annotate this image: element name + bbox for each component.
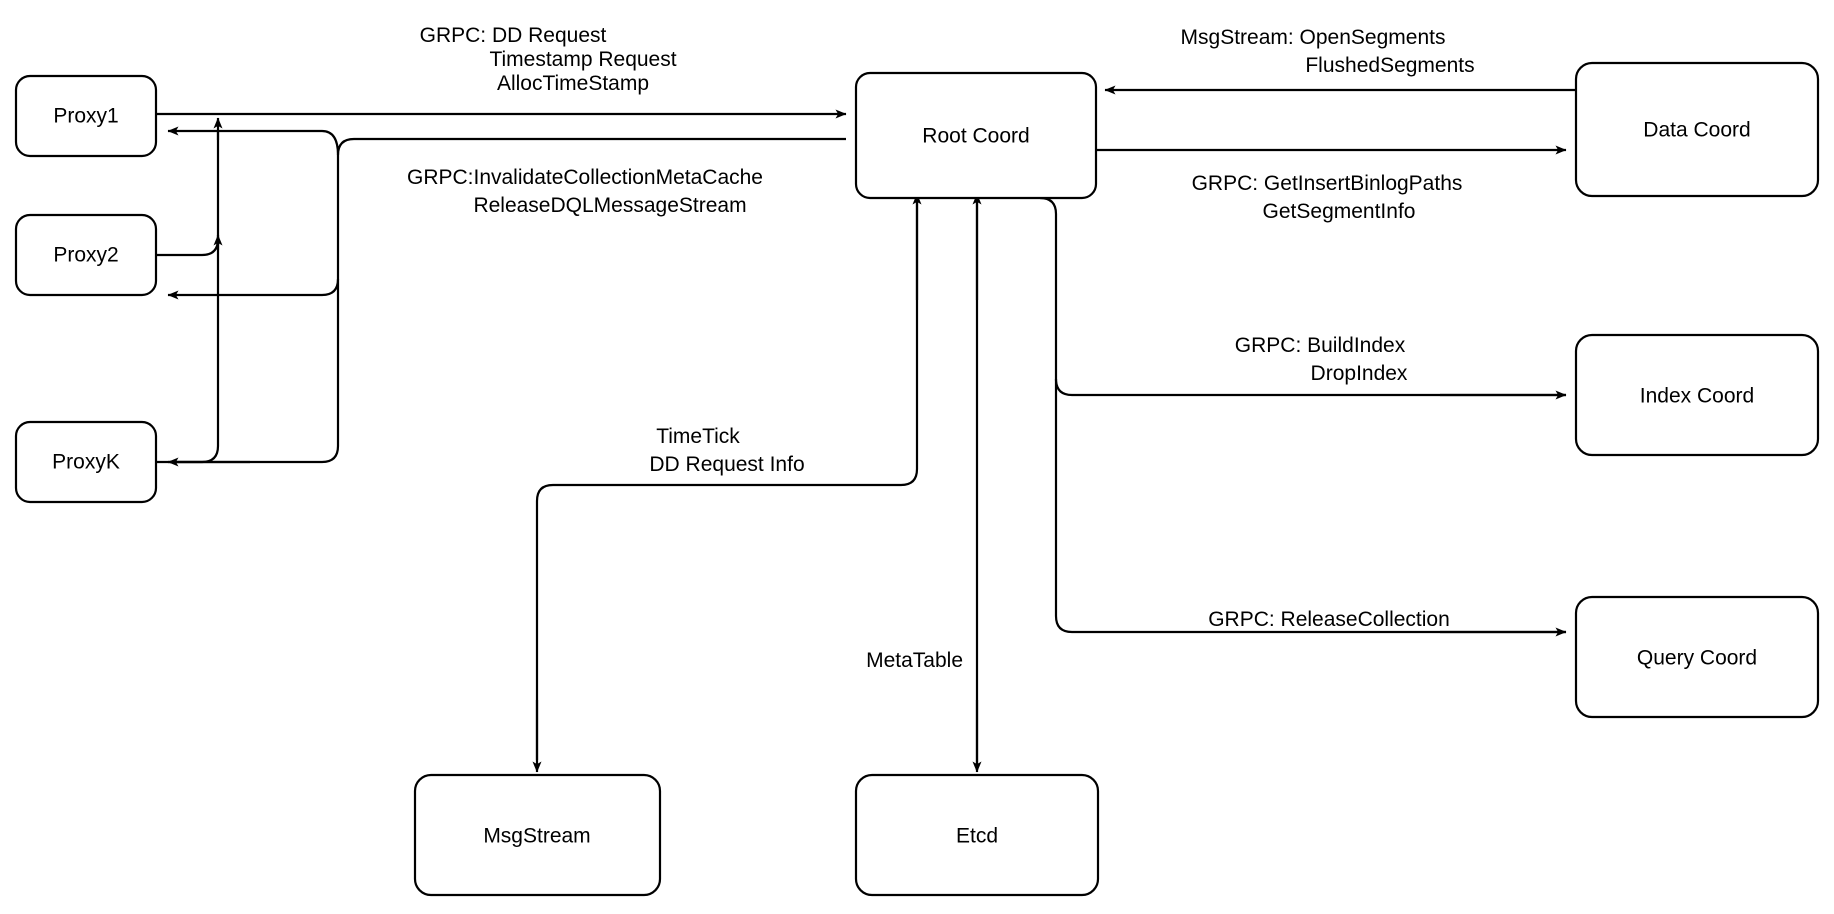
node-rootcoord-label: Root Coord xyxy=(922,125,1029,148)
node-rootcoord[interactable]: Root Coord xyxy=(854,71,1098,200)
node-indexcoord[interactable]: Index Coord xyxy=(1574,333,1820,457)
node-proxy2-box[interactable] xyxy=(14,213,158,297)
edge-proxyk-to-riser xyxy=(156,132,220,464)
node-msgstream-label: MsgStream xyxy=(483,825,590,848)
label-root-to-msgstream-line2: DD Request Info xyxy=(649,453,804,476)
label-root-to-datacoord-line1: GRPC: GetInsertBinlogPaths xyxy=(1192,172,1463,195)
node-msgstream[interactable]: MsgStream xyxy=(413,773,662,897)
node-querycoord-label: Query Coord xyxy=(1637,647,1757,670)
label-proxy-to-root-line3: AllocTimeStamp xyxy=(497,72,649,95)
node-etcd-label: Etcd xyxy=(956,825,998,848)
edge-bus-riser-proxy1 xyxy=(321,129,340,156)
label-root-to-querycoord-line1: GRPC: ReleaseCollection xyxy=(1208,608,1450,631)
label-root-to-datacoord-line2: GetSegmentInfo xyxy=(1263,200,1416,223)
node-etcd-box[interactable] xyxy=(854,773,1100,897)
node-proxy1[interactable]: Proxy1 xyxy=(14,74,158,158)
node-proxy2-label: Proxy2 xyxy=(53,244,118,267)
label-proxy-to-root-line1: GRPC: DD Request xyxy=(420,24,607,47)
node-indexcoord-box[interactable] xyxy=(1574,333,1820,457)
node-etcd[interactable]: Etcd xyxy=(854,773,1100,897)
label-datacoord-to-root-line1: MsgStream: OpenSegments xyxy=(1181,26,1446,49)
label-root-to-msgstream-line1: TimeTick xyxy=(656,425,740,448)
label-root-to-proxy-line1: GRPC:InvalidateCollectionMetaCache xyxy=(407,166,763,189)
label-proxy-to-root-line2: Timestamp Request xyxy=(489,48,676,71)
node-proxy1-label: Proxy1 xyxy=(53,105,118,128)
node-proxy2[interactable]: Proxy2 xyxy=(14,213,158,297)
node-rootcoord-box[interactable] xyxy=(854,71,1098,200)
node-querycoord[interactable]: Query Coord xyxy=(1574,595,1820,719)
node-indexcoord-label: Index Coord xyxy=(1640,385,1754,408)
node-datacoord-label: Data Coord xyxy=(1643,119,1750,142)
node-datacoord-box[interactable] xyxy=(1574,61,1820,198)
node-datacoord[interactable]: Data Coord xyxy=(1574,61,1820,198)
node-msgstream-box[interactable] xyxy=(413,773,662,897)
edge-rootcoord-right-bus xyxy=(1039,196,1566,634)
node-proxyk[interactable]: ProxyK xyxy=(14,420,158,504)
edge-bus-to-indexcoord xyxy=(1054,378,1566,397)
edge-rootcoord-to-msgstream xyxy=(535,198,919,760)
node-proxyk-label: ProxyK xyxy=(52,451,120,474)
label-root-to-etcd-line1: MetaTable xyxy=(866,649,963,672)
edge-proxy2-to-riser xyxy=(156,237,220,257)
edge-bus-riser-proxy2 xyxy=(321,278,340,297)
edge-rootcoord-to-proxy-bus xyxy=(170,137,846,464)
label-root-to-proxy-line2: ReleaseDQLMessageStream xyxy=(473,194,746,217)
label-root-to-indexcoord-line1: GRPC: BuildIndex xyxy=(1235,334,1406,357)
label-datacoord-to-root-line2: FlushedSegments xyxy=(1305,54,1474,77)
node-proxy1-box[interactable] xyxy=(14,74,158,158)
label-root-to-indexcoord-line2: DropIndex xyxy=(1311,362,1408,385)
node-proxyk-box[interactable] xyxy=(14,420,158,504)
node-querycoord-box[interactable] xyxy=(1574,595,1820,719)
